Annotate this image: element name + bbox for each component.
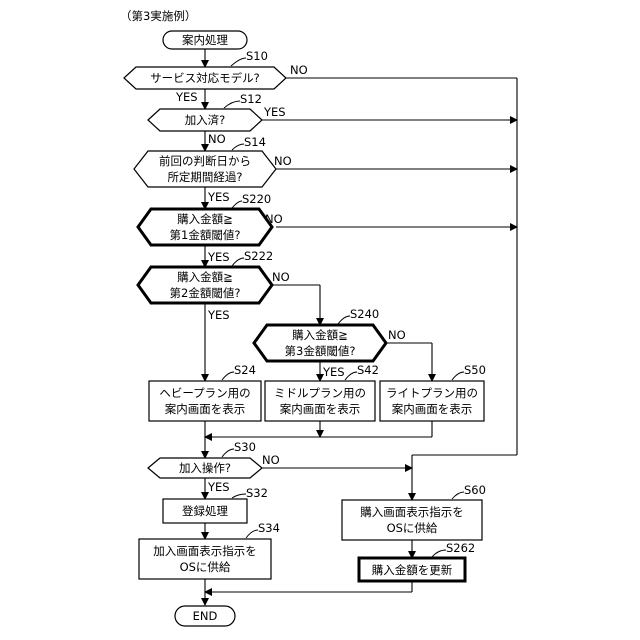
process-s60: 購入画面表示指示を OSに供給 [342, 500, 482, 540]
step-label-s12: S12 [240, 92, 262, 106]
process-s42: ミドルプラン用の 案内画面を表示 [265, 381, 375, 421]
process-s262: 購入金額を更新 [359, 558, 465, 581]
process-s262-line1: 購入金額を更新 [372, 563, 453, 577]
yes-label-s14: YES [207, 190, 230, 204]
step-label-s220: S220 [242, 192, 271, 206]
decision-s12-line1: 加入済? [185, 113, 226, 127]
no-label-s30: NO [262, 453, 280, 467]
step-label-s32: S32 [246, 486, 268, 500]
step-label-s50: S50 [464, 363, 486, 377]
step-label-s222: S222 [244, 249, 273, 263]
decision-s12: 加入済? [148, 109, 262, 131]
process-s24-line2: 案内画面を表示 [165, 402, 246, 416]
process-s50: ライトプラン用の 案内画面を表示 [380, 381, 484, 421]
step-label-s30: S30 [234, 440, 256, 454]
yes-label-s240: YES [322, 365, 345, 379]
no-label-s10: NO [290, 63, 308, 77]
decision-s222-line1: 購入金額≧ [177, 270, 233, 284]
decision-s222: 購入金額≧ 第2金額閾値? [138, 267, 272, 303]
decision-s10: サービス対応モデル? [124, 67, 286, 89]
end-label: END [193, 609, 218, 623]
decision-s240: 購入金額≧ 第3金額閾値? [254, 325, 386, 361]
process-s50-line2: 案内画面を表示 [392, 402, 473, 416]
figure-label: （第3実施例） [120, 9, 196, 23]
step-label-s14: S14 [244, 135, 266, 149]
decision-s220-line1: 購入金額≧ [177, 212, 233, 226]
end-terminal: END [175, 606, 235, 626]
decision-s30-line1: 加入操作? [179, 461, 231, 475]
decision-s14-line1: 前回の判断日から [159, 154, 251, 168]
decision-s30: 加入操作? [148, 458, 262, 478]
no-label-s14: NO [274, 154, 292, 168]
decision-s240-line2: 第3金額閾値? [285, 344, 356, 358]
no-label-s222: NO [272, 270, 290, 284]
decision-s240-line1: 購入金額≧ [292, 328, 348, 342]
process-s24-line1: ヘビープラン用の [159, 386, 250, 400]
decision-s14: 前回の判断日から 所定期間経過? [134, 151, 276, 187]
yes-label-s222: YES [207, 308, 230, 322]
step-label-s42: S42 [357, 363, 379, 377]
start-label: 案内処理 [182, 33, 228, 47]
step-label-s34: S34 [258, 521, 280, 535]
process-s42-line1: ミドルプラン用の [274, 386, 366, 400]
yes-label-s220: YES [207, 250, 230, 264]
yes-label-s12: YES [263, 105, 286, 119]
no-label-s12: NO [208, 132, 226, 146]
step-label-s60: S60 [464, 483, 486, 497]
process-s42-line2: 案内画面を表示 [280, 402, 361, 416]
step-label-s24: S24 [234, 363, 256, 377]
step-label-s262: S262 [446, 541, 475, 555]
step-label-s240: S240 [350, 307, 379, 321]
process-s32: 登録処理 [163, 499, 247, 523]
process-s24: ヘビープラン用の 案内画面を表示 [149, 381, 261, 421]
process-s34: 加入画面表示指示を OSに供給 [139, 539, 271, 579]
process-s60-line2: OSに供給 [387, 521, 438, 535]
process-s50-line1: ライトプラン用の [386, 386, 478, 400]
step-labels: S10 S12 S14 S220 S222 S240 S24 S42 S50 S… [222, 49, 486, 557]
process-s32-line1: 登録処理 [182, 504, 228, 518]
step-label-s10: S10 [246, 49, 268, 63]
process-s34-line2: OSに供給 [180, 560, 231, 574]
no-label-s240: NO [388, 328, 406, 342]
yes-label-s30: YES [207, 480, 230, 494]
process-s60-line1: 購入画面表示指示を [360, 505, 464, 519]
decision-s222-line2: 第2金額閾値? [170, 286, 241, 300]
start-terminal: 案内処理 [163, 31, 247, 49]
process-s34-line1: 加入画面表示指示を [153, 544, 257, 558]
decision-s14-line2: 所定期間経過? [167, 170, 242, 184]
decision-s220-line2: 第1金額閾値? [170, 228, 241, 242]
decision-s220: 購入金額≧ 第1金額閾値? [138, 209, 272, 245]
yes-label-s10: YES [175, 90, 198, 104]
decision-s10-line1: サービス対応モデル? [150, 71, 260, 85]
